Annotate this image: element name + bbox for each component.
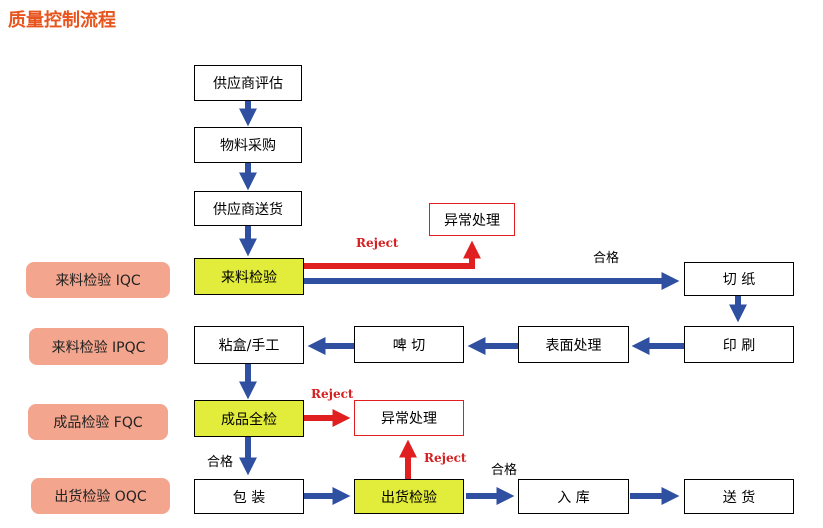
box-cut-paper: 切 纸 [684,262,794,296]
box-exception-1: 异常处理 [429,203,515,236]
box-warehouse: 入 库 [518,479,629,514]
reject-label-iqc: Reject [356,236,399,250]
stage-ipqc: 来料检验 IPQC [29,328,168,365]
box-supplier-eval: 供应商评估 [194,65,302,101]
page-title: 质量控制流程 [8,10,116,31]
box-glue-manual: 粘盒/手工 [194,326,304,364]
box-surface-treatment: 表面处理 [518,326,629,363]
stage-oqc: 出货检验 OQC [31,478,170,514]
pass-label-fqc: 合格 [207,455,234,470]
box-incoming-inspection: 来料检验 [194,258,304,295]
reject-label-fqc: Reject [311,387,354,401]
box-die-cut: 啤 切 [354,326,464,363]
box-supplier-delivery: 供应商送货 [194,191,302,226]
pass-label-iqc: 合格 [593,251,620,266]
box-packing: 包 装 [194,479,304,514]
stage-fqc: 成品检验 FQC [28,404,168,440]
box-purchase: 物料采购 [194,127,302,163]
box-printing: 印 刷 [684,326,794,363]
pass-label-oqc: 合格 [491,463,518,478]
arrow-iqc-reject [304,240,481,269]
box-delivery: 送 货 [684,479,794,514]
box-exception-2: 异常处理 [354,400,464,436]
stage-iqc: 来料检验 IQC [26,262,170,298]
box-final-inspection: 成品全检 [194,400,304,437]
box-outgoing-inspection: 出货检验 [354,479,464,514]
reject-label-oqc: Reject [424,451,467,465]
